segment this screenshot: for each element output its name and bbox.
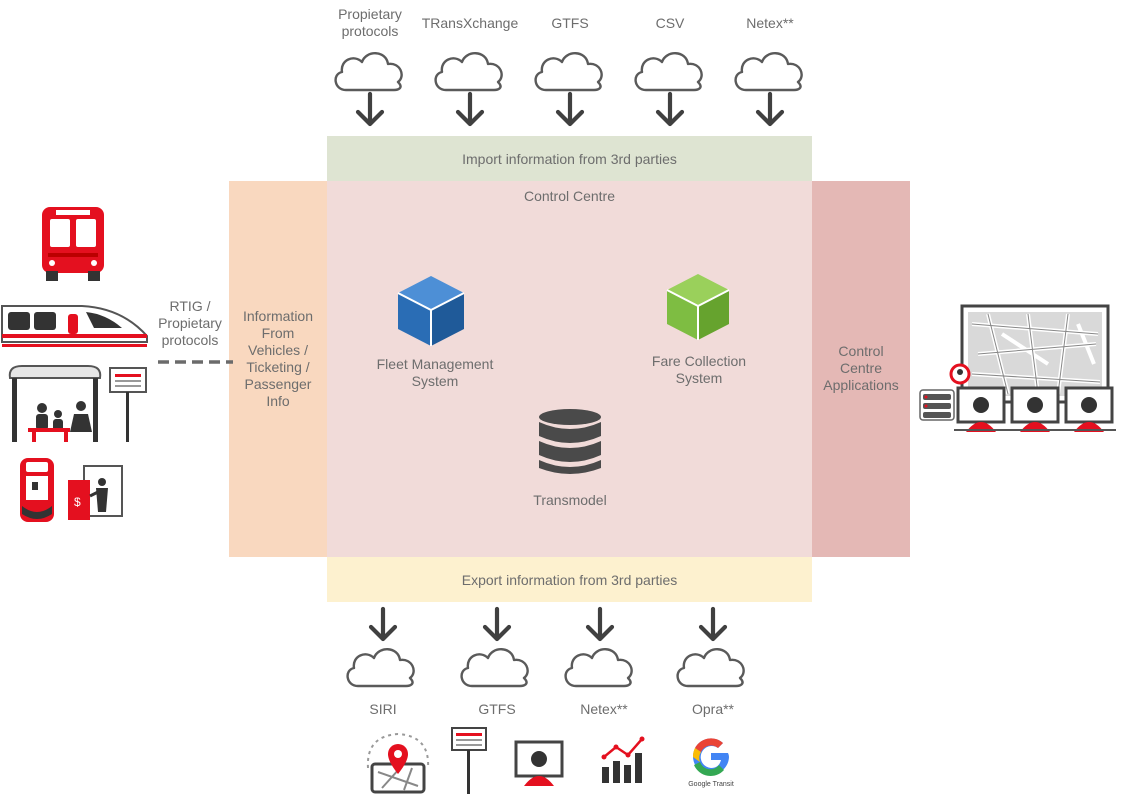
database-icon <box>539 409 601 474</box>
cloud-icon <box>434 52 503 92</box>
arrow-down-icon <box>485 609 509 639</box>
fare-cube-icon <box>666 274 730 340</box>
control-centre-title: Control Centre <box>523 188 616 204</box>
export-target-label: GTFS <box>478 701 516 717</box>
arrow-down-icon <box>558 94 582 124</box>
cloud-icon <box>564 648 633 688</box>
import-cloud-icons <box>334 52 803 140</box>
analytics-chart-icon <box>601 736 645 783</box>
arrow-down-icon <box>701 609 725 639</box>
export-target-label: Netex** <box>580 701 628 717</box>
export-target-label: Opra** <box>691 701 735 717</box>
import-source-label: GTFS <box>551 15 589 31</box>
ticket-machine-icon: $ <box>20 458 123 522</box>
right-panel <box>812 181 910 557</box>
cloud-icon <box>460 648 529 688</box>
fleet-management-label: Fleet Management System <box>376 356 494 389</box>
google-transit-caption: Google Transit <box>688 781 734 788</box>
left-panel-label: Information From Vehicles / Ticketing / … <box>242 308 314 409</box>
cloud-icon <box>334 52 403 92</box>
export-target-label: SIRI <box>369 701 397 717</box>
arrow-down-icon <box>458 94 482 124</box>
control-room-icon <box>919 304 1116 432</box>
control-centre-area <box>327 181 812 557</box>
bus-stop-icon <box>8 365 147 442</box>
left-panel <box>229 181 327 557</box>
info-sign-icon <box>451 727 487 794</box>
import-band: Import information from 3rd parties <box>327 136 812 181</box>
arrow-down-icon <box>758 94 782 124</box>
arrow-down-icon <box>658 94 682 124</box>
fare-collection-label: Fare Collection System <box>651 353 747 386</box>
train-icon <box>1 305 148 347</box>
import-source-label: TRansXchange <box>421 15 519 31</box>
fleet-cube-icon <box>397 276 465 346</box>
cloud-icon <box>734 52 803 92</box>
arrow-down-icon <box>371 609 395 639</box>
import-source-label: Netex** <box>746 15 794 31</box>
export-band: Export information from 3rd parties <box>327 557 812 602</box>
google-transit-logo-icon <box>692 738 729 777</box>
import-source-label: CSV <box>655 15 685 31</box>
cloud-icon <box>634 52 703 92</box>
bus-icon <box>42 207 104 281</box>
transmodel-label: Transmodel <box>533 492 607 508</box>
cloud-icon <box>676 648 745 688</box>
arrow-down-icon <box>358 94 382 124</box>
arrow-down-icon <box>588 609 612 639</box>
dashed-link <box>158 360 233 364</box>
monitor-user-icon <box>514 740 564 786</box>
link-label: RTIG / Propietary protocols <box>158 298 222 348</box>
cloud-icon <box>534 52 603 92</box>
right-panel-label: Control Centre Applications <box>823 343 899 393</box>
svg-text:$: $ <box>74 495 81 509</box>
import-source-label: Propietary protocols <box>338 6 402 39</box>
cloud-icon <box>346 648 415 688</box>
map-pin-phone-icon <box>366 732 430 794</box>
export-cloud-icons <box>346 600 745 688</box>
